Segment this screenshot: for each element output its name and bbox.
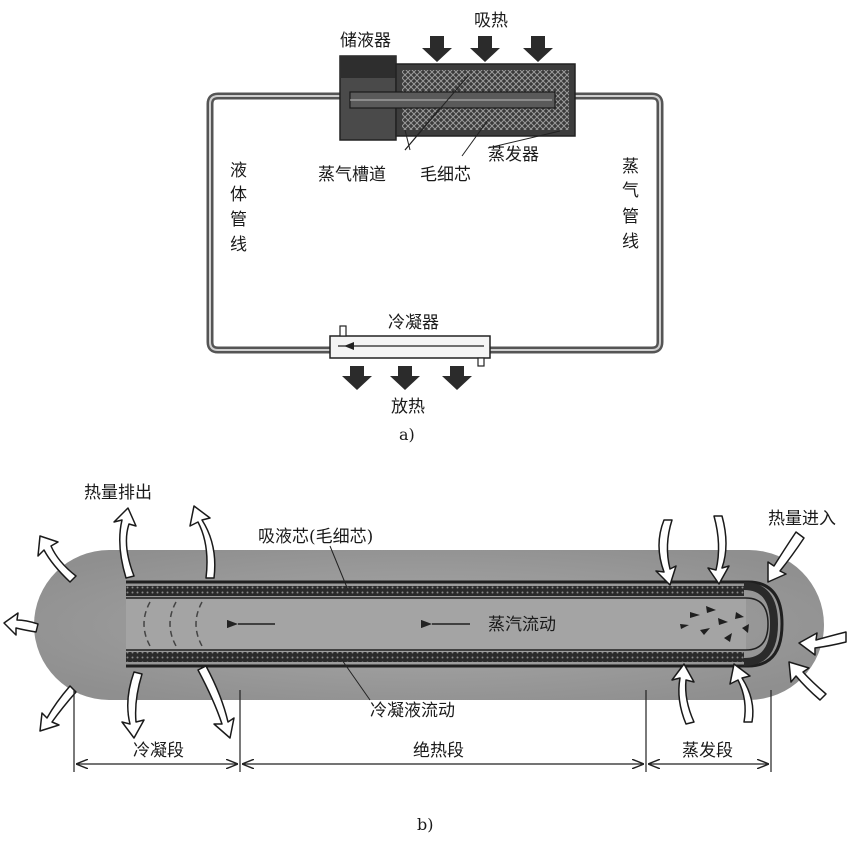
down-arrow-icon: [442, 366, 472, 390]
diagram-b: 热量排出 热量进入 吸液芯(毛细芯) 蒸汽流动 冷凝液流动 冷凝段 绝热段 蒸发…: [3, 483, 847, 834]
heat-out-arrow-icon: [121, 671, 145, 739]
label-absorb-heat: 吸热: [474, 11, 508, 31]
label-reservoir: 储液器: [340, 31, 391, 51]
down-arrow-icon: [342, 366, 372, 390]
liquid-line-char: 线: [230, 235, 247, 255]
vapor-line-char: 蒸: [622, 157, 639, 177]
heat-out-arrow-icon: [189, 505, 216, 579]
heat-in-arrow-icon: [788, 661, 827, 701]
heat-in-arrow-icon: [655, 519, 677, 586]
diagram-a: 储液器 吸热 蒸气槽道 毛细芯 蒸发器 冷凝器 放热 液 体 管 线 蒸 气 管…: [206, 11, 664, 444]
label-vapor-flow: 蒸汽流动: [488, 615, 556, 635]
evaporation-arrows: [680, 606, 749, 642]
down-arrow-icon: [523, 36, 553, 62]
caption-a: a): [399, 425, 415, 444]
heat-in-arrow-icon: [798, 631, 847, 656]
label-adiabatic-section: 绝热段: [413, 741, 464, 761]
label-liquid-line: 液 体 管 线: [230, 161, 247, 255]
heat-out-arrow-icon: [113, 507, 137, 579]
label-evaporator-section: 蒸发段: [682, 741, 733, 761]
wick-top: [126, 586, 744, 596]
condenser: [329, 335, 491, 359]
label-evaporator: 蒸发器: [488, 145, 539, 165]
vapor-line-char: 管: [622, 207, 639, 227]
label-release-heat: 放热: [391, 397, 425, 417]
down-arrow-icon: [422, 36, 452, 62]
caption-b: b): [417, 815, 433, 834]
vapor-line-char: 线: [622, 232, 639, 252]
wick-bottom: [126, 652, 744, 662]
absorb-heat-arrows: [422, 36, 553, 62]
liquid-line-char: 体: [230, 185, 247, 205]
heat-out-arrow-icon: [39, 685, 77, 732]
heat-out-arrow-icon: [3, 612, 39, 636]
wick-end: [743, 582, 779, 666]
section-dimension: [73, 690, 772, 772]
label-condensate-flow: 冷凝液流动: [370, 701, 455, 721]
heat-in-arrow-icon: [767, 531, 805, 583]
label-vapor-line: 蒸 气 管 线: [622, 157, 639, 252]
liquid-line-char: 液: [230, 161, 247, 181]
down-arrow-icon: [390, 366, 420, 390]
label-heat-out: 热量排出: [84, 483, 152, 503]
heat-in-arrow-icon: [729, 663, 754, 723]
heat-out-arrow-icon: [197, 665, 235, 739]
release-heat-arrows: [342, 366, 472, 390]
inner-pipe: [126, 580, 784, 668]
vapor-line-char: 气: [622, 181, 639, 201]
heat-in-arrow-icon: [671, 663, 695, 725]
down-arrow-icon: [470, 36, 500, 62]
label-condenser: 冷凝器: [388, 313, 439, 333]
label-wick: 吸液芯(毛细芯): [258, 527, 373, 547]
heat-in-arrow-icon: [707, 515, 730, 585]
label-condenser-section: 冷凝段: [133, 741, 184, 761]
label-capillary-wick: 毛细芯: [420, 165, 471, 185]
liquid-line-char: 管: [230, 210, 247, 230]
heat-out-arrow-icon: [37, 535, 77, 583]
label-vapor-grooves: 蒸气槽道: [318, 165, 386, 185]
label-heat-in: 热量进入: [768, 509, 836, 529]
